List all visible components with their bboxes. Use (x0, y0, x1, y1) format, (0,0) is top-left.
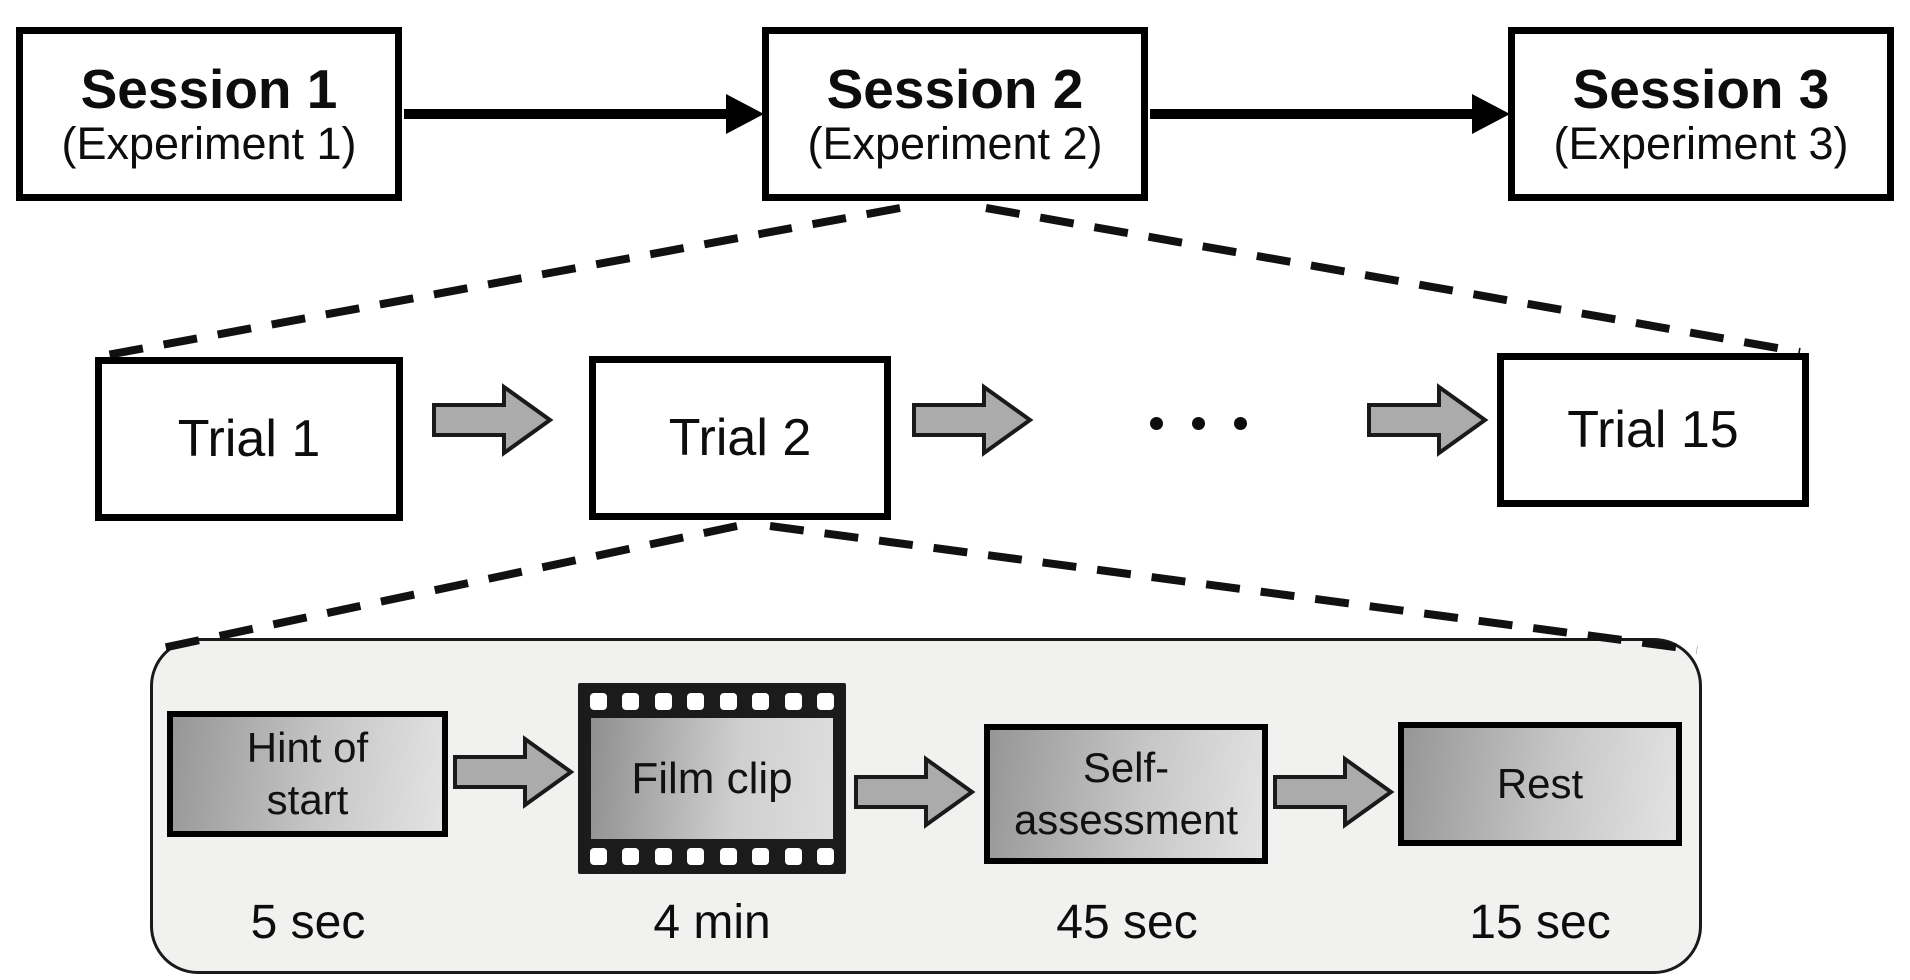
step-self-label-line2: assessment (1013, 796, 1239, 843)
sprocket-hole-icon (622, 847, 640, 865)
step-hint-label-line2: start (266, 776, 349, 823)
step-rest-box: Rest (1398, 722, 1682, 846)
sprocket-hole-icon (590, 692, 607, 710)
sprocket-hole-icon (816, 847, 834, 865)
ellipsis-dot (1234, 417, 1247, 430)
sprocket-hole-icon (654, 847, 672, 865)
sprocket-hole-icon (719, 847, 737, 865)
sprocket-hole-icon (687, 847, 705, 865)
sprocket-hole-icon (622, 692, 640, 710)
duration-self-assessment: 45 sec (1056, 896, 1198, 949)
session-1-subtitle: (Experiment 1) (61, 117, 357, 169)
sprocket-hole-icon (784, 692, 802, 710)
dashed-expand-session2-left (101, 204, 901, 360)
session-2-subtitle: (Experiment 2) (807, 117, 1103, 169)
film-sprocket-row-top (590, 692, 834, 710)
sprocket-hole-icon (654, 692, 672, 710)
arrow-ellipsis-to-trial15-icon (1367, 383, 1489, 457)
step-film-clip-box: Film clip (578, 683, 846, 874)
session-2-title: Session 2 (826, 57, 1084, 120)
sprocket-hole-icon (816, 692, 834, 710)
session-3-subtitle: (Experiment 3) (1553, 117, 1849, 169)
dashed-expand-session2-right (985, 204, 1801, 356)
step-self-assessment-box: Self- assessment (984, 724, 1268, 864)
dashed-expand-trial2-left (152, 522, 738, 654)
session-1-title: Session 1 (80, 57, 338, 120)
step-hint-of-start-box: Hint of start (167, 711, 448, 837)
step-hint-label-line1: Hint of (246, 723, 369, 771)
trial-2-label: Trial 2 (668, 409, 812, 467)
ellipsis-dot (1150, 417, 1163, 430)
sprocket-hole-icon (752, 692, 770, 710)
step-film-label: Film clip (631, 753, 793, 803)
duration-rest: 15 sec (1469, 896, 1611, 949)
sprocket-hole-icon (687, 692, 705, 710)
arrow-session2-to-session3-icon (1150, 94, 1510, 134)
sprocket-hole-icon (719, 692, 737, 710)
sprocket-hole-icon (784, 847, 802, 865)
arrow-trial2-to-ellipsis-icon (912, 383, 1034, 457)
duration-hint-of-start: 5 sec (250, 896, 366, 949)
duration-film-clip: 4 min (653, 896, 771, 949)
dashed-expand-trial2-right (769, 522, 1698, 654)
trial-15-box: Trial 15 (1497, 353, 1809, 507)
trial-1-box: Trial 1 (95, 357, 403, 521)
session-3-title: Session 3 (1572, 57, 1830, 120)
ellipsis-dots (1150, 417, 1247, 430)
arrow-trial1-to-trial2-icon (432, 383, 554, 457)
film-clip-screen: Film clip (591, 718, 833, 839)
trial-2-box: Trial 2 (589, 356, 891, 520)
trial-1-label: Trial 1 (177, 410, 321, 468)
session-2-box: Session 2 (Experiment 2) (762, 27, 1148, 201)
step-rest-label-line1: Rest (1496, 759, 1584, 807)
step-self-label-line1: Self- (1082, 743, 1170, 791)
arrow-session1-to-session2-icon (404, 94, 764, 134)
session-3-box: Session 3 (Experiment 3) (1508, 27, 1894, 201)
trial-15-label: Trial 15 (1567, 401, 1739, 459)
session-1-box: Session 1 (Experiment 1) (16, 27, 402, 201)
ellipsis-dot (1192, 417, 1205, 430)
film-sprocket-row-bottom (590, 847, 834, 865)
sprocket-hole-icon (752, 847, 770, 865)
sprocket-hole-icon (590, 847, 607, 865)
